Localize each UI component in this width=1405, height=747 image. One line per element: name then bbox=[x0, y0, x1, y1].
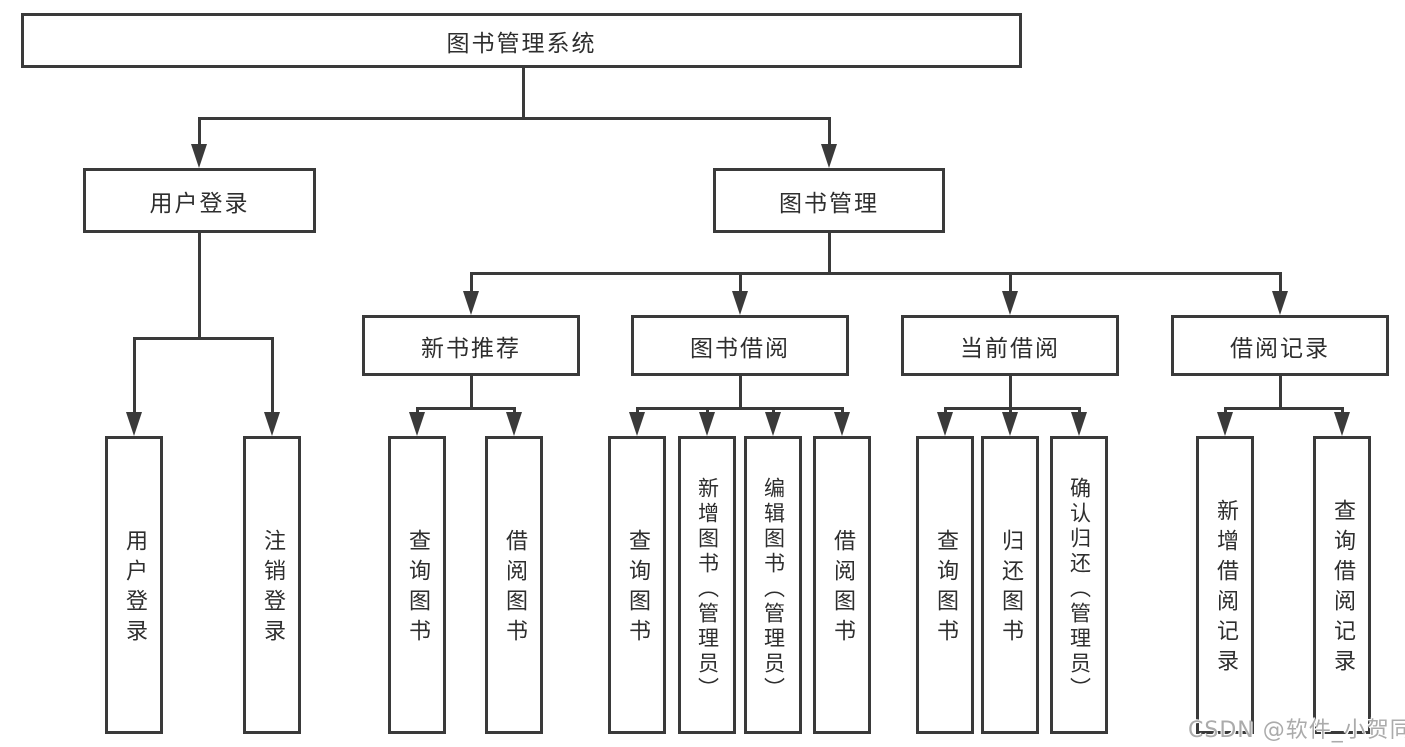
leaf-return-books: 归还图书 bbox=[981, 436, 1039, 734]
connector-line bbox=[132, 337, 136, 416]
connector-line bbox=[827, 117, 831, 148]
arrowhead-icon bbox=[463, 291, 479, 315]
leaf-borrow-books-rec-label: 借阅图书 bbox=[502, 529, 527, 649]
connector-line bbox=[469, 272, 1282, 275]
arrowhead-icon bbox=[191, 144, 207, 168]
arrowhead-icon bbox=[1002, 412, 1018, 436]
arrowhead-icon bbox=[629, 412, 645, 436]
leaf-add-books: 新增图书（管理员） bbox=[678, 436, 736, 734]
connector-line bbox=[771, 407, 775, 416]
arrowhead-icon bbox=[937, 412, 953, 436]
leaf-logout: 注销登录 bbox=[243, 436, 301, 734]
leaf-confirm-return: 确认归还（管理员） bbox=[1050, 436, 1108, 734]
connector-line bbox=[738, 376, 742, 410]
arrowhead-icon bbox=[765, 412, 781, 436]
connector-line bbox=[1278, 272, 1282, 295]
connector-line bbox=[1340, 407, 1344, 416]
connector-line bbox=[1223, 407, 1227, 416]
node-book-borrow: 图书借阅 bbox=[631, 315, 849, 376]
connector-line bbox=[943, 407, 947, 416]
connector-line bbox=[415, 407, 516, 410]
arrowhead-icon bbox=[834, 412, 850, 436]
leaf-query-books-borrow: 查询图书 bbox=[608, 436, 666, 734]
node-book-borrow-label: 图书借阅 bbox=[690, 335, 790, 362]
node-borrow-record-label: 借阅记录 bbox=[1230, 335, 1330, 362]
connector-line bbox=[132, 337, 274, 340]
arrowhead-icon bbox=[732, 291, 748, 315]
arrowhead-icon bbox=[1217, 412, 1233, 436]
node-user-login-label: 用户登录 bbox=[149, 190, 250, 217]
arrowhead-icon bbox=[1334, 412, 1350, 436]
leaf-confirm-return-label: 确认归还（管理员） bbox=[1067, 476, 1092, 702]
leaf-query-books-current-label: 查询图书 bbox=[933, 529, 958, 649]
leaf-edit-books: 编辑图书（管理员） bbox=[744, 436, 802, 734]
connector-line bbox=[705, 407, 709, 416]
leaf-query-record-label: 查询借阅记录 bbox=[1330, 499, 1355, 679]
connector-line bbox=[1223, 407, 1344, 410]
node-current-borrow-label: 当前借阅 bbox=[960, 335, 1060, 362]
arrowhead-icon bbox=[821, 144, 837, 168]
node-new-book-rec-label: 新书推荐 bbox=[421, 335, 521, 362]
leaf-borrow-books-borrow-label: 借阅图书 bbox=[830, 529, 855, 649]
leaf-user-login-label: 用户登录 bbox=[122, 529, 147, 649]
node-root: 图书管理系统 bbox=[21, 13, 1022, 68]
connector-line bbox=[469, 376, 473, 410]
arrowhead-icon bbox=[1272, 291, 1288, 315]
connector-line bbox=[197, 233, 201, 340]
leaf-add-books-label: 新增图书（管理员） bbox=[695, 476, 720, 702]
leaf-logout-label: 注销登录 bbox=[260, 529, 285, 649]
node-new-book-rec: 新书推荐 bbox=[362, 315, 580, 376]
connector-line bbox=[1008, 376, 1012, 410]
leaf-return-books-label: 归还图书 bbox=[998, 529, 1023, 649]
connector-line bbox=[840, 407, 844, 416]
leaf-edit-books-label: 编辑图书（管理员） bbox=[761, 476, 786, 702]
connector-line bbox=[827, 233, 831, 275]
connector-line bbox=[943, 407, 1081, 410]
csdn-watermark: CSDN @软件_小贺同学 bbox=[1188, 718, 1405, 743]
connector-line bbox=[197, 117, 201, 148]
connector-line bbox=[512, 407, 516, 416]
connector-line bbox=[521, 68, 525, 120]
connector-line bbox=[635, 407, 844, 410]
leaf-borrow-books-rec: 借阅图书 bbox=[485, 436, 543, 734]
connector-line bbox=[415, 407, 419, 416]
node-book-mgmt: 图书管理 bbox=[713, 168, 945, 233]
arrowhead-icon bbox=[126, 412, 142, 436]
leaf-user-login: 用户登录 bbox=[105, 436, 163, 734]
connector-line bbox=[1278, 376, 1282, 410]
leaf-add-record: 新增借阅记录 bbox=[1196, 436, 1254, 734]
connector-line bbox=[1077, 407, 1081, 416]
connector-line bbox=[270, 337, 274, 416]
connector-line bbox=[197, 117, 831, 120]
node-user-login: 用户登录 bbox=[83, 168, 316, 233]
connector-line bbox=[1008, 272, 1012, 295]
arrowhead-icon bbox=[1002, 291, 1018, 315]
node-root-label: 图书管理系统 bbox=[446, 30, 597, 57]
node-book-mgmt-label: 图书管理 bbox=[779, 190, 879, 217]
arrowhead-icon bbox=[1071, 412, 1087, 436]
connector-line bbox=[1008, 407, 1012, 416]
arrowhead-icon bbox=[264, 412, 280, 436]
arrowhead-icon bbox=[409, 412, 425, 436]
leaf-query-books-rec-label: 查询图书 bbox=[405, 529, 430, 649]
leaf-query-record: 查询借阅记录 bbox=[1313, 436, 1371, 734]
leaf-add-record-label: 新增借阅记录 bbox=[1213, 499, 1238, 679]
leaf-query-books-current: 查询图书 bbox=[916, 436, 974, 734]
arrowhead-icon bbox=[506, 412, 522, 436]
node-borrow-record: 借阅记录 bbox=[1171, 315, 1389, 376]
leaf-query-books-borrow-label: 查询图书 bbox=[625, 529, 650, 649]
connector-line bbox=[635, 407, 639, 416]
leaf-query-books-rec: 查询图书 bbox=[388, 436, 446, 734]
leaf-borrow-books-borrow: 借阅图书 bbox=[813, 436, 871, 734]
connector-line bbox=[738, 272, 742, 295]
node-current-borrow: 当前借阅 bbox=[901, 315, 1119, 376]
connector-line bbox=[469, 272, 473, 295]
arrowhead-icon bbox=[699, 412, 715, 436]
